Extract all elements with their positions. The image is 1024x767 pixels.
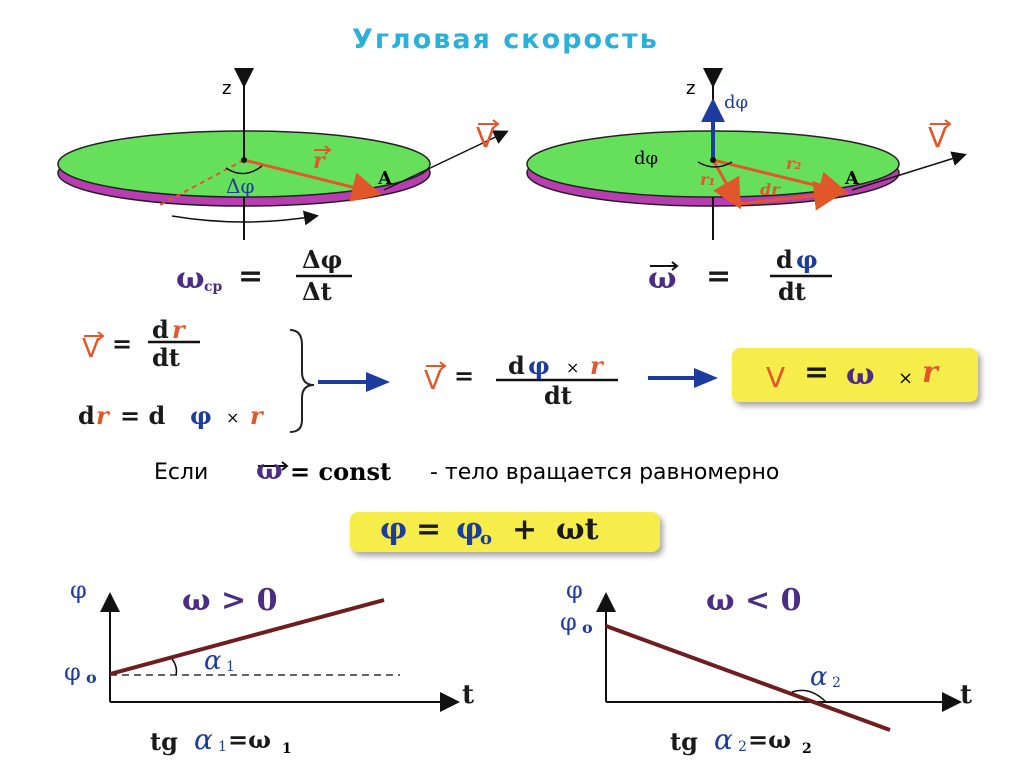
result-omega: ω [846, 357, 875, 392]
left-dphi-label: Δφ [226, 174, 255, 198]
left-caption-eq: =ω [228, 725, 271, 754]
omega-vec-equals: = [706, 259, 732, 294]
right-caption-tg: tg [670, 727, 698, 756]
right-dr-label: dr [760, 180, 780, 199]
result-v: V [766, 361, 786, 394]
v-derived-lhs: V [424, 366, 442, 396]
omega-vec-num-phi: φ [796, 245, 818, 274]
left-disk [57, 68, 509, 240]
right-caption-alpha: α [714, 723, 733, 756]
right-v-label: V [928, 121, 948, 154]
law-phi0: φ [456, 512, 484, 547]
left-graph-angle-subscript: 1 [226, 659, 235, 675]
graph-right [596, 592, 962, 732]
v-derived-num-r: r [590, 351, 603, 380]
condition-const: = const [290, 457, 392, 486]
dr-def-cross: × [226, 408, 240, 427]
omega-avg-numerator: Δφ [302, 245, 343, 274]
left-caption-omega-subscript: 1 [282, 741, 292, 757]
dr-def-r2: r [250, 401, 263, 430]
law-omega-t: ωt [556, 512, 599, 547]
brace [289, 329, 315, 433]
slide-title: Угловая скорость [352, 24, 659, 55]
fraction-bars [148, 274, 832, 382]
v-derived-num-d: d [508, 351, 525, 380]
v-derived-num-phi: φ [528, 351, 550, 380]
omega-avg-subscript: cp [204, 279, 223, 295]
result-equals: = [804, 355, 830, 390]
left-graph-x-label: t [462, 680, 475, 710]
right-graph-angle-subscript: 2 [832, 675, 841, 691]
dr-def-d: d [78, 401, 95, 430]
result-box [732, 348, 978, 402]
left-caption-alpha-subscript: 1 [218, 739, 227, 755]
right-caption-eq: =ω [748, 725, 791, 754]
condition-tail: - тело вращается равномерно [430, 460, 780, 485]
left-graph-angle: α [204, 646, 222, 676]
graph-left [100, 592, 460, 712]
v-def-num-d: d [152, 315, 169, 344]
right-r2-label: r₂ [786, 154, 802, 173]
condition-omega: ω [256, 453, 283, 486]
left-graph-y-label: φ [70, 576, 87, 604]
omega-vec-denominator: dt [778, 277, 806, 306]
v-derived-num-cross: × [566, 358, 580, 377]
right-dphi-label: dφ [634, 148, 659, 169]
implication-arrows [318, 368, 718, 392]
left-graph-condition: ω > 0 [182, 583, 278, 618]
v-def-num-r: r [172, 315, 185, 344]
right-point-a: A [845, 168, 859, 189]
dr-def-phi: φ [190, 401, 212, 430]
right-graph-condition: ω < 0 [706, 583, 802, 618]
left-r-label: r [313, 148, 325, 174]
law-box [350, 512, 660, 552]
law-equals: = [416, 512, 442, 547]
left-graph-phi0: φ [64, 658, 81, 686]
omega-vec-num-d: d [776, 245, 793, 274]
right-graph-y-label: φ [566, 576, 583, 604]
left-v-label: V [476, 121, 496, 154]
right-graph-phi0-subscript: o [582, 618, 593, 637]
omega-avg-denominator: Δt [302, 277, 332, 306]
dr-def-r: r [96, 401, 109, 430]
right-r1-label: r₁ [700, 170, 716, 189]
v-def-denominator: dt [152, 343, 180, 372]
v-def-equals: = [112, 329, 133, 358]
law-plus: + [512, 512, 538, 547]
law-phi: φ [380, 512, 408, 547]
omega-vec-symbol: ω [648, 261, 677, 296]
left-graph-phi0-subscript: o [86, 668, 97, 687]
right-caption-omega-subscript: 2 [802, 741, 812, 757]
omega-avg-symbol: ω [176, 261, 205, 296]
right-caption-alpha-subscript: 2 [738, 739, 747, 755]
omega-avg-equals: = [238, 259, 264, 294]
right-graph-phi0: φ [560, 608, 577, 636]
v-def-lhs: V [82, 334, 100, 364]
law-phi0-subscript: o [480, 528, 493, 549]
right-dphi-vector-label: dφ [724, 92, 749, 113]
right-disk [526, 68, 967, 240]
left-point-a: A [378, 168, 392, 189]
result-cross: × [898, 368, 914, 389]
left-caption-alpha: α [194, 723, 213, 756]
condition-if: Если [154, 460, 209, 485]
left-caption-tg: tg [150, 727, 178, 756]
left-z-label: z [222, 78, 232, 99]
v-derived-equals: = [454, 361, 475, 390]
result-r: r [922, 355, 938, 390]
right-graph-angle: α [810, 662, 828, 692]
right-z-label: z [686, 78, 696, 99]
right-graph-x-label: t [960, 680, 973, 710]
dr-def-eq: = d [120, 401, 166, 430]
v-derived-denominator: dt [544, 381, 572, 410]
